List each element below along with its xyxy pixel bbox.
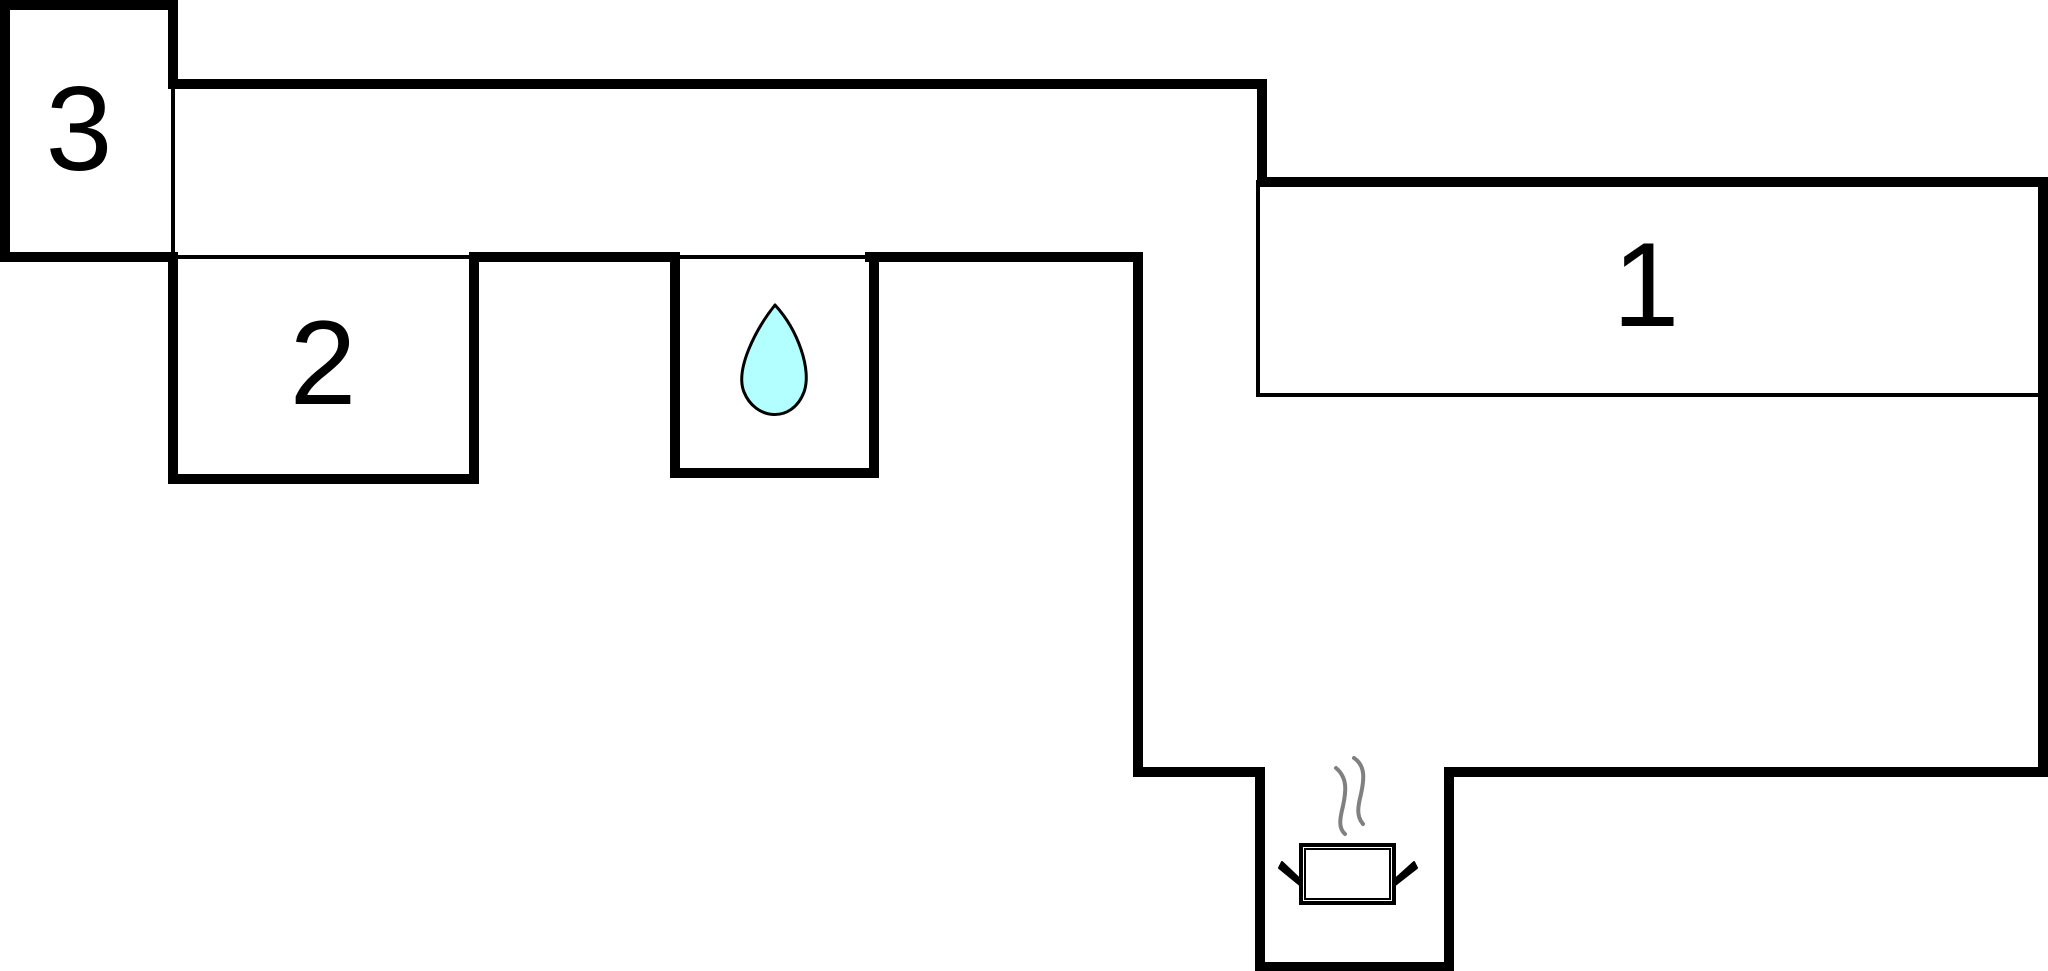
water-drop-icon	[740, 303, 808, 416]
room-2-label: 2	[290, 296, 357, 430]
cooking-pot-icon	[1278, 756, 1418, 905]
room-3-wall	[0, 0, 178, 262]
water-room	[670, 252, 879, 478]
room-2-wall	[168, 252, 680, 484]
room-3	[0, 0, 178, 262]
room-3-label: 3	[46, 62, 113, 196]
room-1-label: 1	[1613, 218, 1680, 352]
corridor-outer-wall	[168, 79, 2048, 971]
room-2	[168, 252, 680, 484]
room-1	[1256, 180, 2045, 397]
water-room-wall	[670, 252, 879, 478]
